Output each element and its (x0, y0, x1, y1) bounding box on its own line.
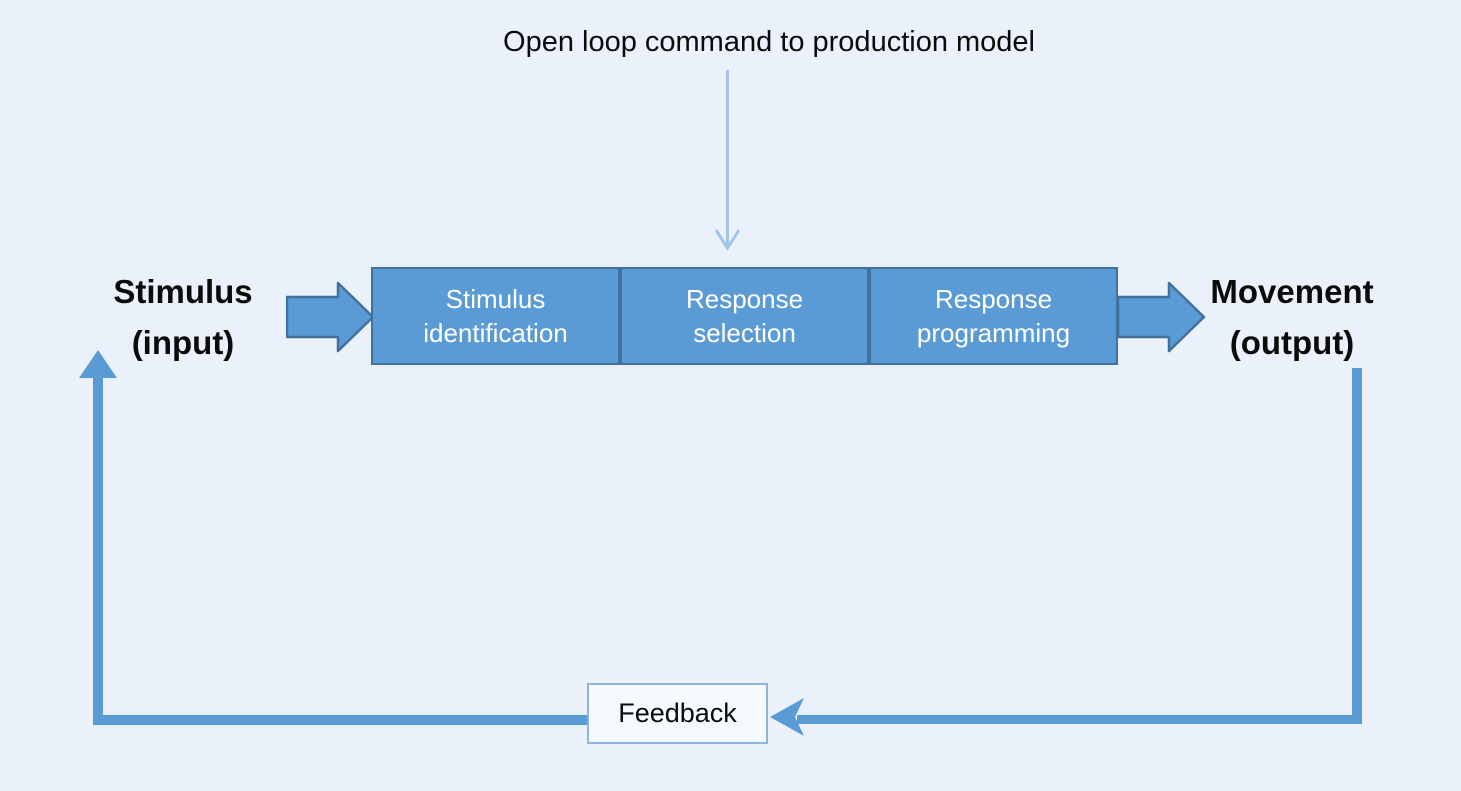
feedback-line-left-vertical (93, 376, 103, 725)
stage-response-programming: Response programming (869, 267, 1118, 365)
processing-stages: Stimulus identification Response selecti… (371, 267, 1118, 365)
feedback-line-bottom-right (797, 715, 1362, 724)
input-arrow-icon (286, 281, 375, 353)
stimulus-input-label: Stimulus (input) (53, 266, 313, 368)
feedback-up-arrowhead-icon (79, 350, 117, 378)
stage-response-selection: Response selection (620, 267, 869, 365)
stimulus-label-line1: Stimulus (113, 273, 253, 310)
stage-label-line1: Stimulus (445, 283, 546, 314)
feedback-line-bottom-left (93, 715, 587, 725)
feedback-line-right-vertical (1352, 368, 1362, 724)
output-arrow-icon (1117, 281, 1206, 353)
feedback-box: Feedback (587, 683, 768, 744)
stimulus-label-line2: (input) (131, 324, 235, 362)
movement-output-label: Movement (output) (1162, 266, 1422, 368)
stage-stimulus-identification: Stimulus identification (371, 267, 620, 365)
stage-label-line2: programming (916, 318, 1071, 348)
command-down-arrow-icon (714, 70, 741, 251)
feedback-label: Feedback (618, 698, 737, 728)
movement-label-line2: (output) (1229, 324, 1355, 362)
movement-label-line1: Movement (1210, 273, 1374, 310)
diagram-title: Open loop command to production model (503, 26, 1035, 58)
stage-label-line1: Response (685, 283, 804, 314)
stage-label-line2: selection (693, 318, 796, 348)
stage-label-line1: Response (934, 283, 1053, 314)
feedback-left-arrowhead-icon (770, 698, 804, 736)
stage-label-line2: identification (423, 318, 568, 348)
